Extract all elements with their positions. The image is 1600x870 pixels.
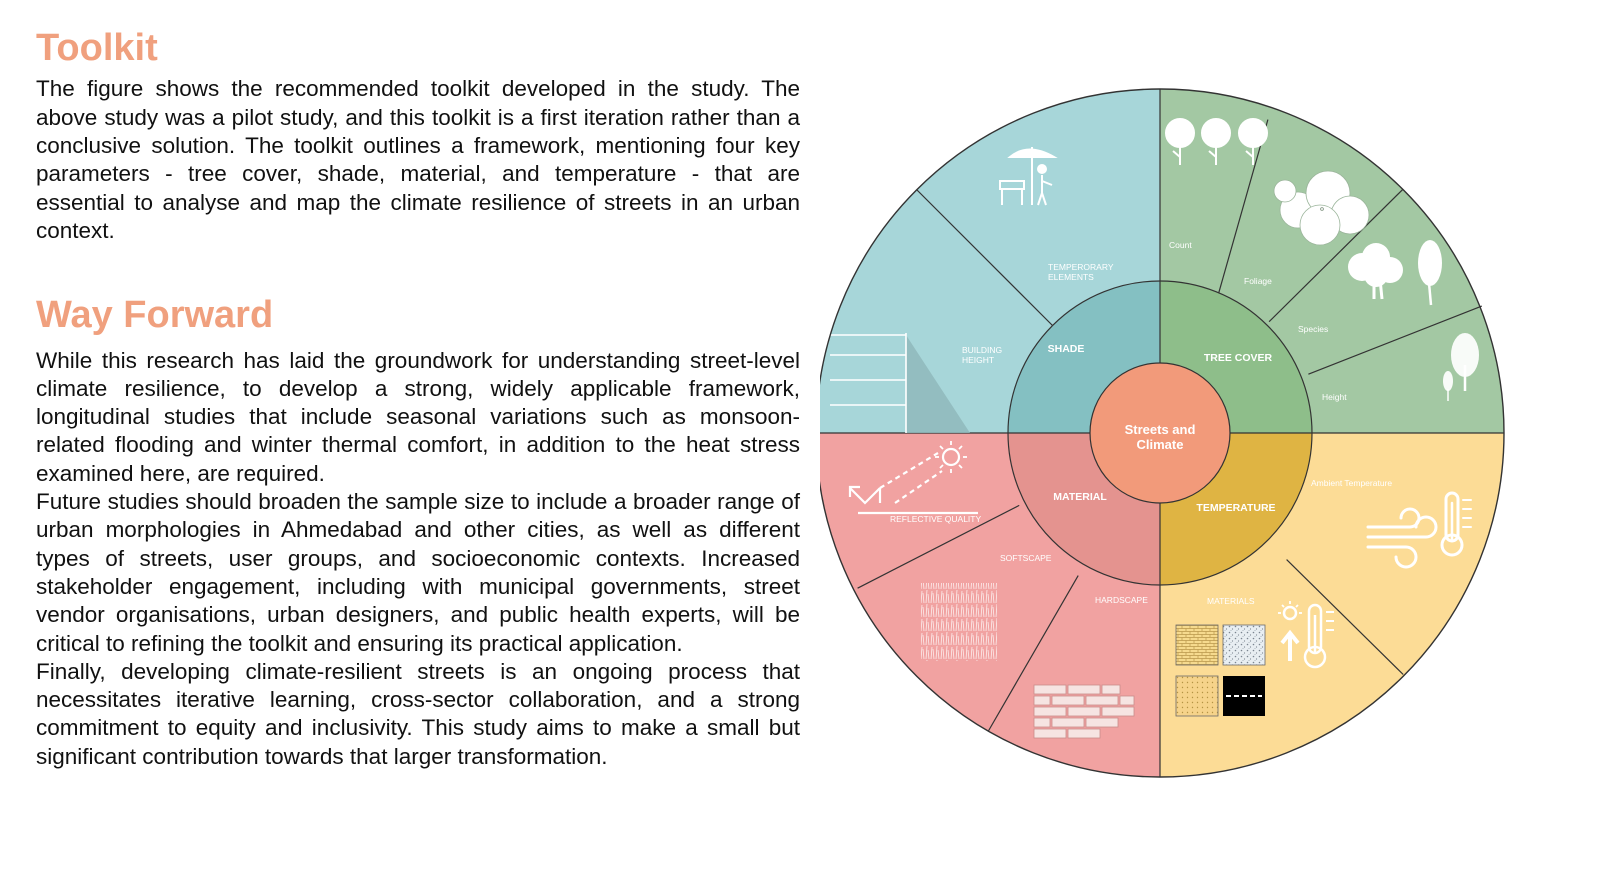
sub-label-temporary-elements-1: TEMPERORARY (1048, 262, 1114, 272)
way-forward-heading: Way Forward (36, 294, 274, 337)
category-label-material: MATERIAL (1053, 491, 1107, 503)
vendor-stall-icon (999, 147, 1058, 206)
center-label-line-2: Climate (1137, 437, 1184, 452)
building-shadow-icon (830, 333, 970, 433)
category-label-tree-cover: TREE COVER (1204, 352, 1273, 364)
way-forward-paragraph-3: Finally, developing climate-resilient st… (36, 658, 800, 769)
material-swatches-icon (1175, 624, 1266, 717)
way-forward-paragraph-2: Future studies should broaden the sample… (36, 489, 800, 656)
sub-label-hardscape: HARDSCAPE (1095, 595, 1148, 605)
reflection-sun-icon (848, 441, 978, 515)
sub-label-softscape: SOFTSCAPE (1000, 553, 1052, 563)
toolkit-wheel-diagram: Streets and Climate SHADE TREE COVER MAT… (820, 88, 1505, 778)
sub-label-materials: MATERIALS (1207, 596, 1255, 606)
sub-label-building-height-2: HEIGHT (962, 355, 994, 365)
way-forward-paragraph-1: While this research has laid the groundw… (36, 347, 800, 486)
tree-species-icon (1348, 240, 1442, 306)
sub-label-species: Species (1298, 324, 1328, 334)
tree-height-icon (1443, 333, 1479, 401)
text-column: Toolkit The figure shows the recommended… (36, 24, 800, 771)
brick-paving-icon (1033, 684, 1135, 739)
toolkit-heading: Toolkit (36, 27, 158, 69)
toolkit-paragraph: The figure shows the recommended toolkit… (36, 76, 800, 243)
heat-rise-icon (1278, 601, 1334, 669)
sub-label-reflective-quality: REFLECTIVE QUALITY (890, 514, 981, 524)
center-label-line-1: Streets and (1125, 422, 1196, 437)
sub-label-height: Height (1322, 392, 1347, 402)
category-label-temperature: TEMPERATURE (1196, 502, 1275, 514)
wind-thermometer-icon (1366, 491, 1472, 569)
sub-label-ambient-temperature: Ambient Temperature (1311, 478, 1392, 488)
grass-texture-icon (921, 583, 997, 661)
wheel-outline (820, 88, 1505, 778)
foliage-icon (1273, 170, 1370, 246)
sub-label-temporary-elements-2: ELEMENTS (1048, 272, 1094, 282)
category-label-shade: SHADE (1048, 343, 1085, 355)
center-circle (1089, 362, 1231, 504)
trees-count-icon (1165, 118, 1268, 165)
sub-label-count: Count (1169, 240, 1192, 250)
sub-label-building-height-1: BUILDING (962, 345, 1002, 355)
sub-label-foliage: Foliage (1244, 276, 1272, 286)
